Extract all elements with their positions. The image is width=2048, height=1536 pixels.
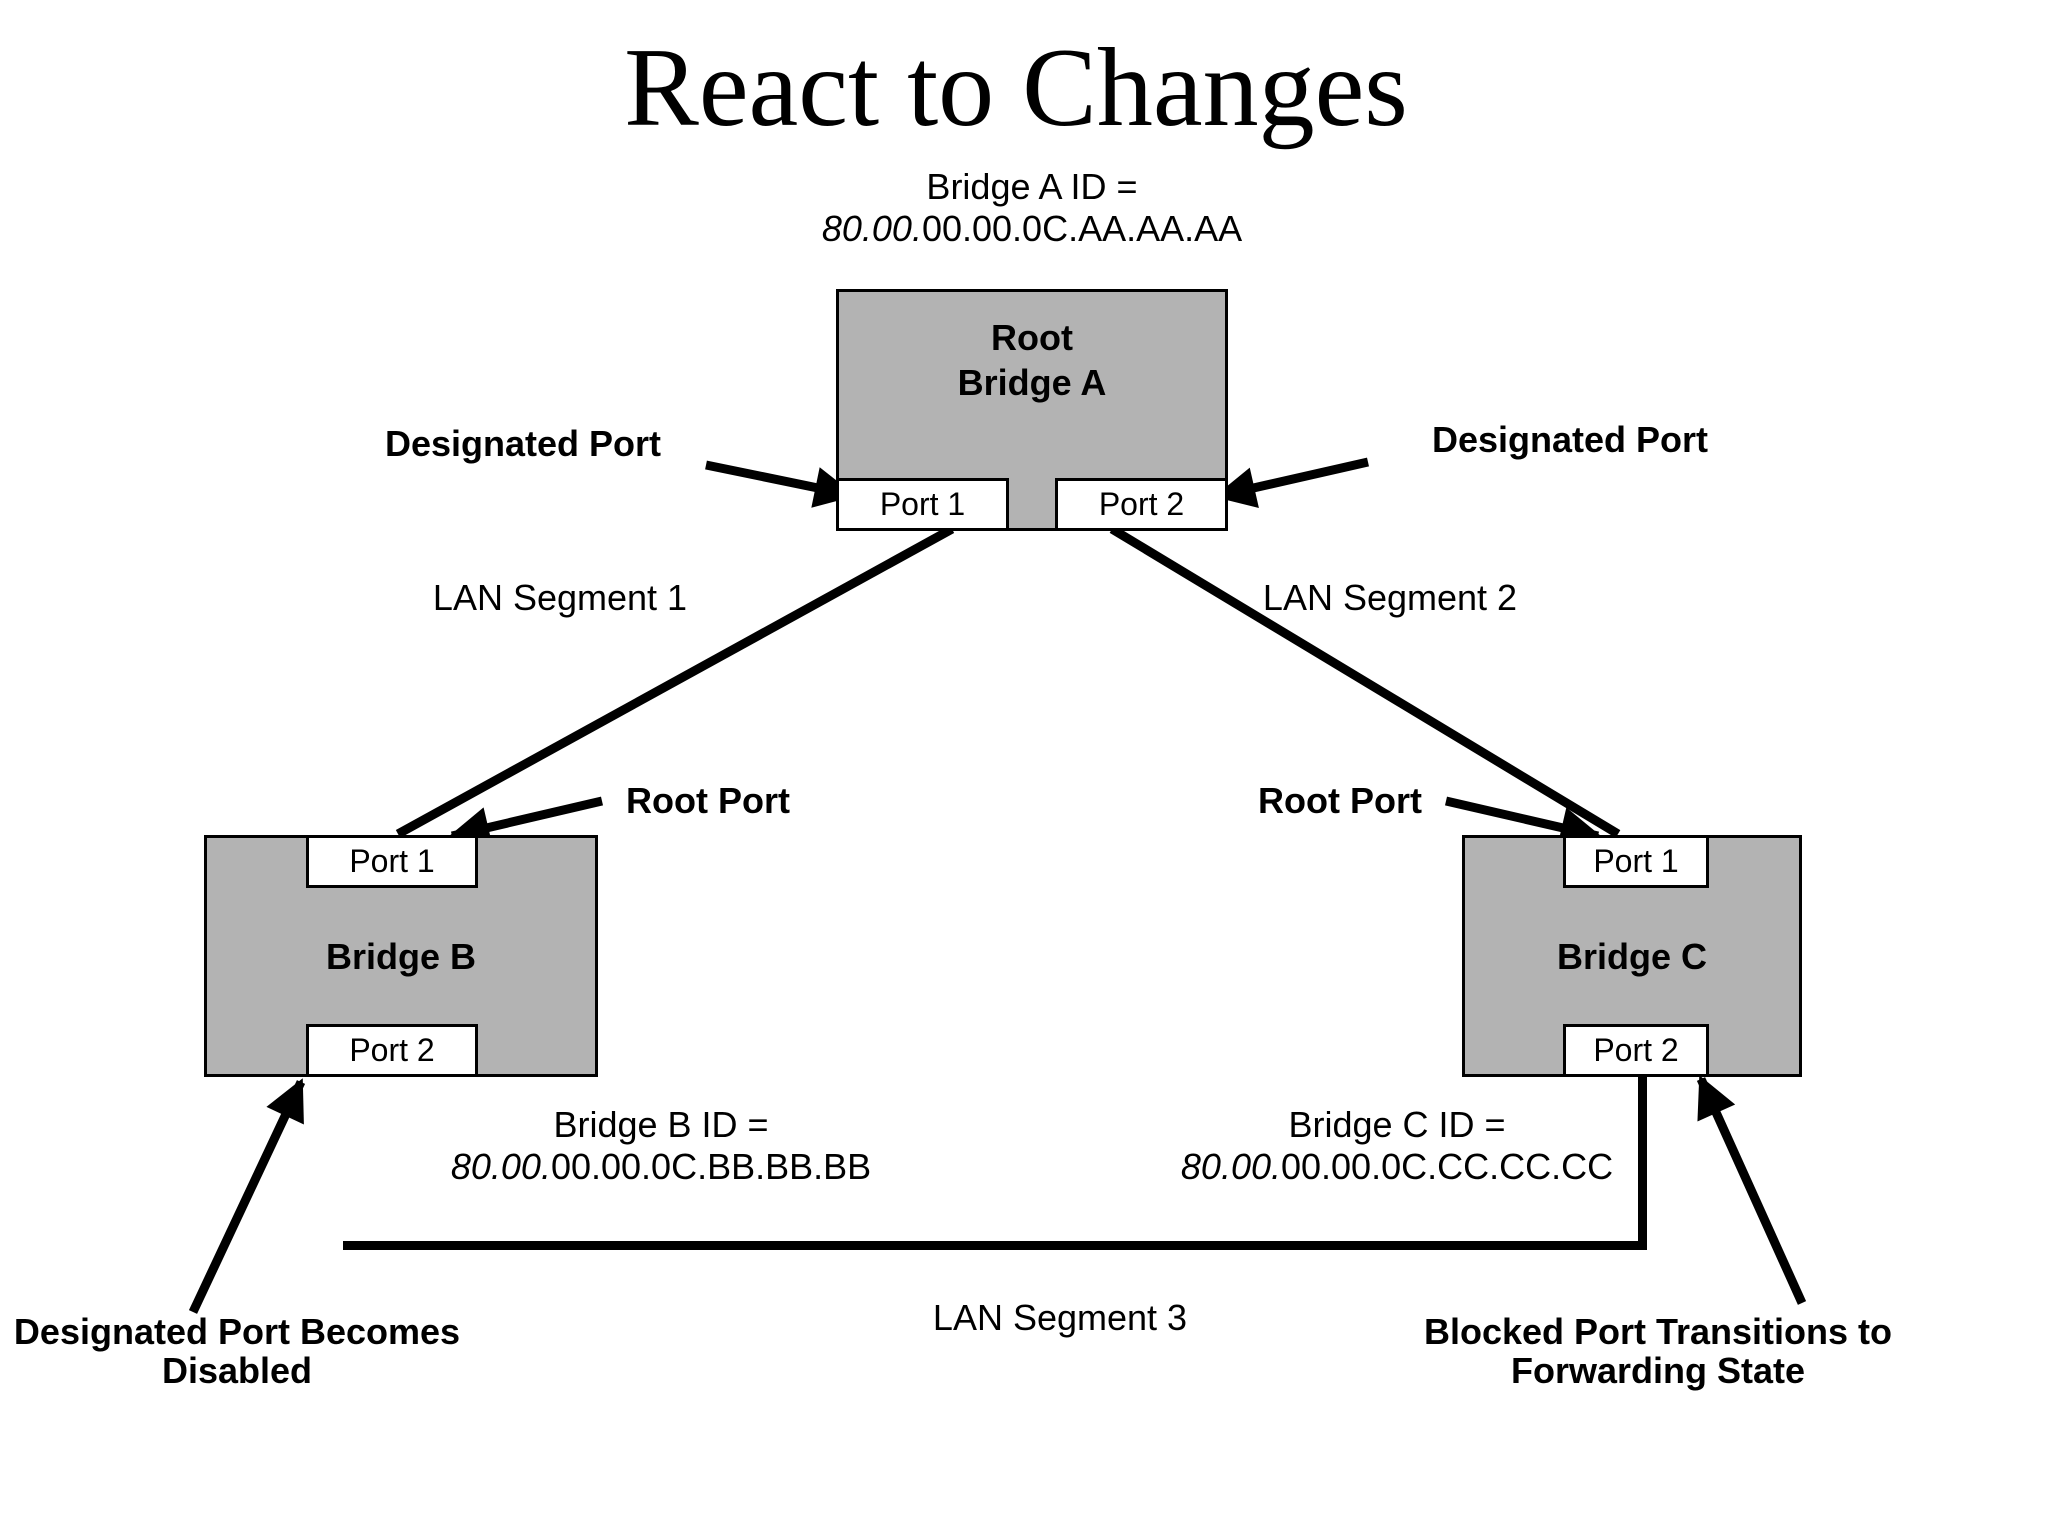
bridge-b-id-mac: 00.00.0C.BB.BB.BB <box>550 1145 872 1187</box>
bridge-a-port-2-label: Port 2 <box>1098 486 1185 522</box>
annotation-disabled-line1: Designated Port Becomes <box>13 1310 461 1352</box>
bridge-c-id-priority: 80.00. <box>1180 1145 1281 1187</box>
bridge-a-id-label: Bridge A ID = <box>926 165 1138 207</box>
root-port-arrow-right <box>1444 796 1603 848</box>
designated-port-label-right: Designated Port <box>1431 418 1709 460</box>
bridge-b-name-text: Bridge B <box>325 935 476 977</box>
blocked-port-arrow <box>1696 1075 1807 1305</box>
bridge-c-name-text: Bridge C <box>1556 935 1707 977</box>
bridge-c-port-1: Port 1 <box>1563 835 1709 888</box>
bridge-b-id-priority: 80.00. <box>450 1145 551 1187</box>
designated-port-label-left: Designated Port <box>384 422 662 464</box>
bridge-b-port-2-label: Port 2 <box>349 1032 435 1068</box>
bridge-b-id-label: Bridge B ID = <box>553 1103 769 1145</box>
bridge-b-id-value: 80.00.00.00.0C.BB.BB.BB <box>451 1146 871 1188</box>
bridge-a-id-priority: 80.00. <box>821 207 922 249</box>
bridge-b-port-2: Port 2 <box>306 1024 478 1077</box>
annotation-blocked-line2: Forwarding State <box>1510 1349 1806 1391</box>
bridge-c-port-2-label: Port 2 <box>1593 1032 1679 1068</box>
bridge-b-port-1-label: Port 1 <box>349 843 435 879</box>
bridge-c-id-mac: 00.00.0C.CC.CC.CC <box>1280 1145 1614 1187</box>
bridge-c-port-1-label: Port 1 <box>1593 843 1679 879</box>
bridge-a-id-value: 80.00.00.00.0C.AA.AA.AA <box>822 208 1242 250</box>
bridge-b-name: Bridge B <box>204 888 598 1024</box>
page-title: React to Changes <box>624 25 1408 150</box>
designated-port-arrow-left <box>705 460 857 508</box>
bridge-c-id-value: 80.00.00.00.0C.CC.CC.CC <box>1181 1146 1613 1188</box>
lan-segment-1-label: LAN Segment 1 <box>432 576 688 618</box>
disabled-port-arrow <box>188 1078 306 1314</box>
bridge-c-id-label: Bridge C ID = <box>1288 1103 1506 1145</box>
root-port-label-left: Root Port <box>626 779 790 821</box>
bridge-a-name: Root Bridge A <box>836 300 1228 420</box>
lan-segment-3-label: LAN Segment 3 <box>932 1296 1188 1338</box>
designated-port-arrow-right <box>1213 457 1369 508</box>
root-port-arrow-left <box>447 796 604 848</box>
lan-segment-2-label: LAN Segment 2 <box>1262 576 1518 618</box>
bridge-c-port-2: Port 2 <box>1563 1024 1709 1077</box>
annotation-blocked-line1: Blocked Port Transitions to <box>1423 1310 1893 1352</box>
annotation-disabled-line2: Disabled <box>161 1349 313 1391</box>
bridge-a-name-line2: Bridge A <box>957 362 1107 403</box>
root-port-label-right: Root Port <box>1258 779 1422 821</box>
bridge-a-port-1-label: Port 1 <box>879 486 966 522</box>
bridge-a-port-2: Port 2 <box>1055 478 1228 531</box>
bridge-a-id-mac: 00.00.0C.AA.AA.AA <box>921 207 1243 249</box>
bridge-b-port-1: Port 1 <box>306 835 478 888</box>
bridge-a-name-line1: Root <box>991 317 1073 358</box>
bridge-c-name: Bridge C <box>1462 888 1802 1024</box>
bridge-a-port-1: Port 1 <box>836 478 1009 531</box>
